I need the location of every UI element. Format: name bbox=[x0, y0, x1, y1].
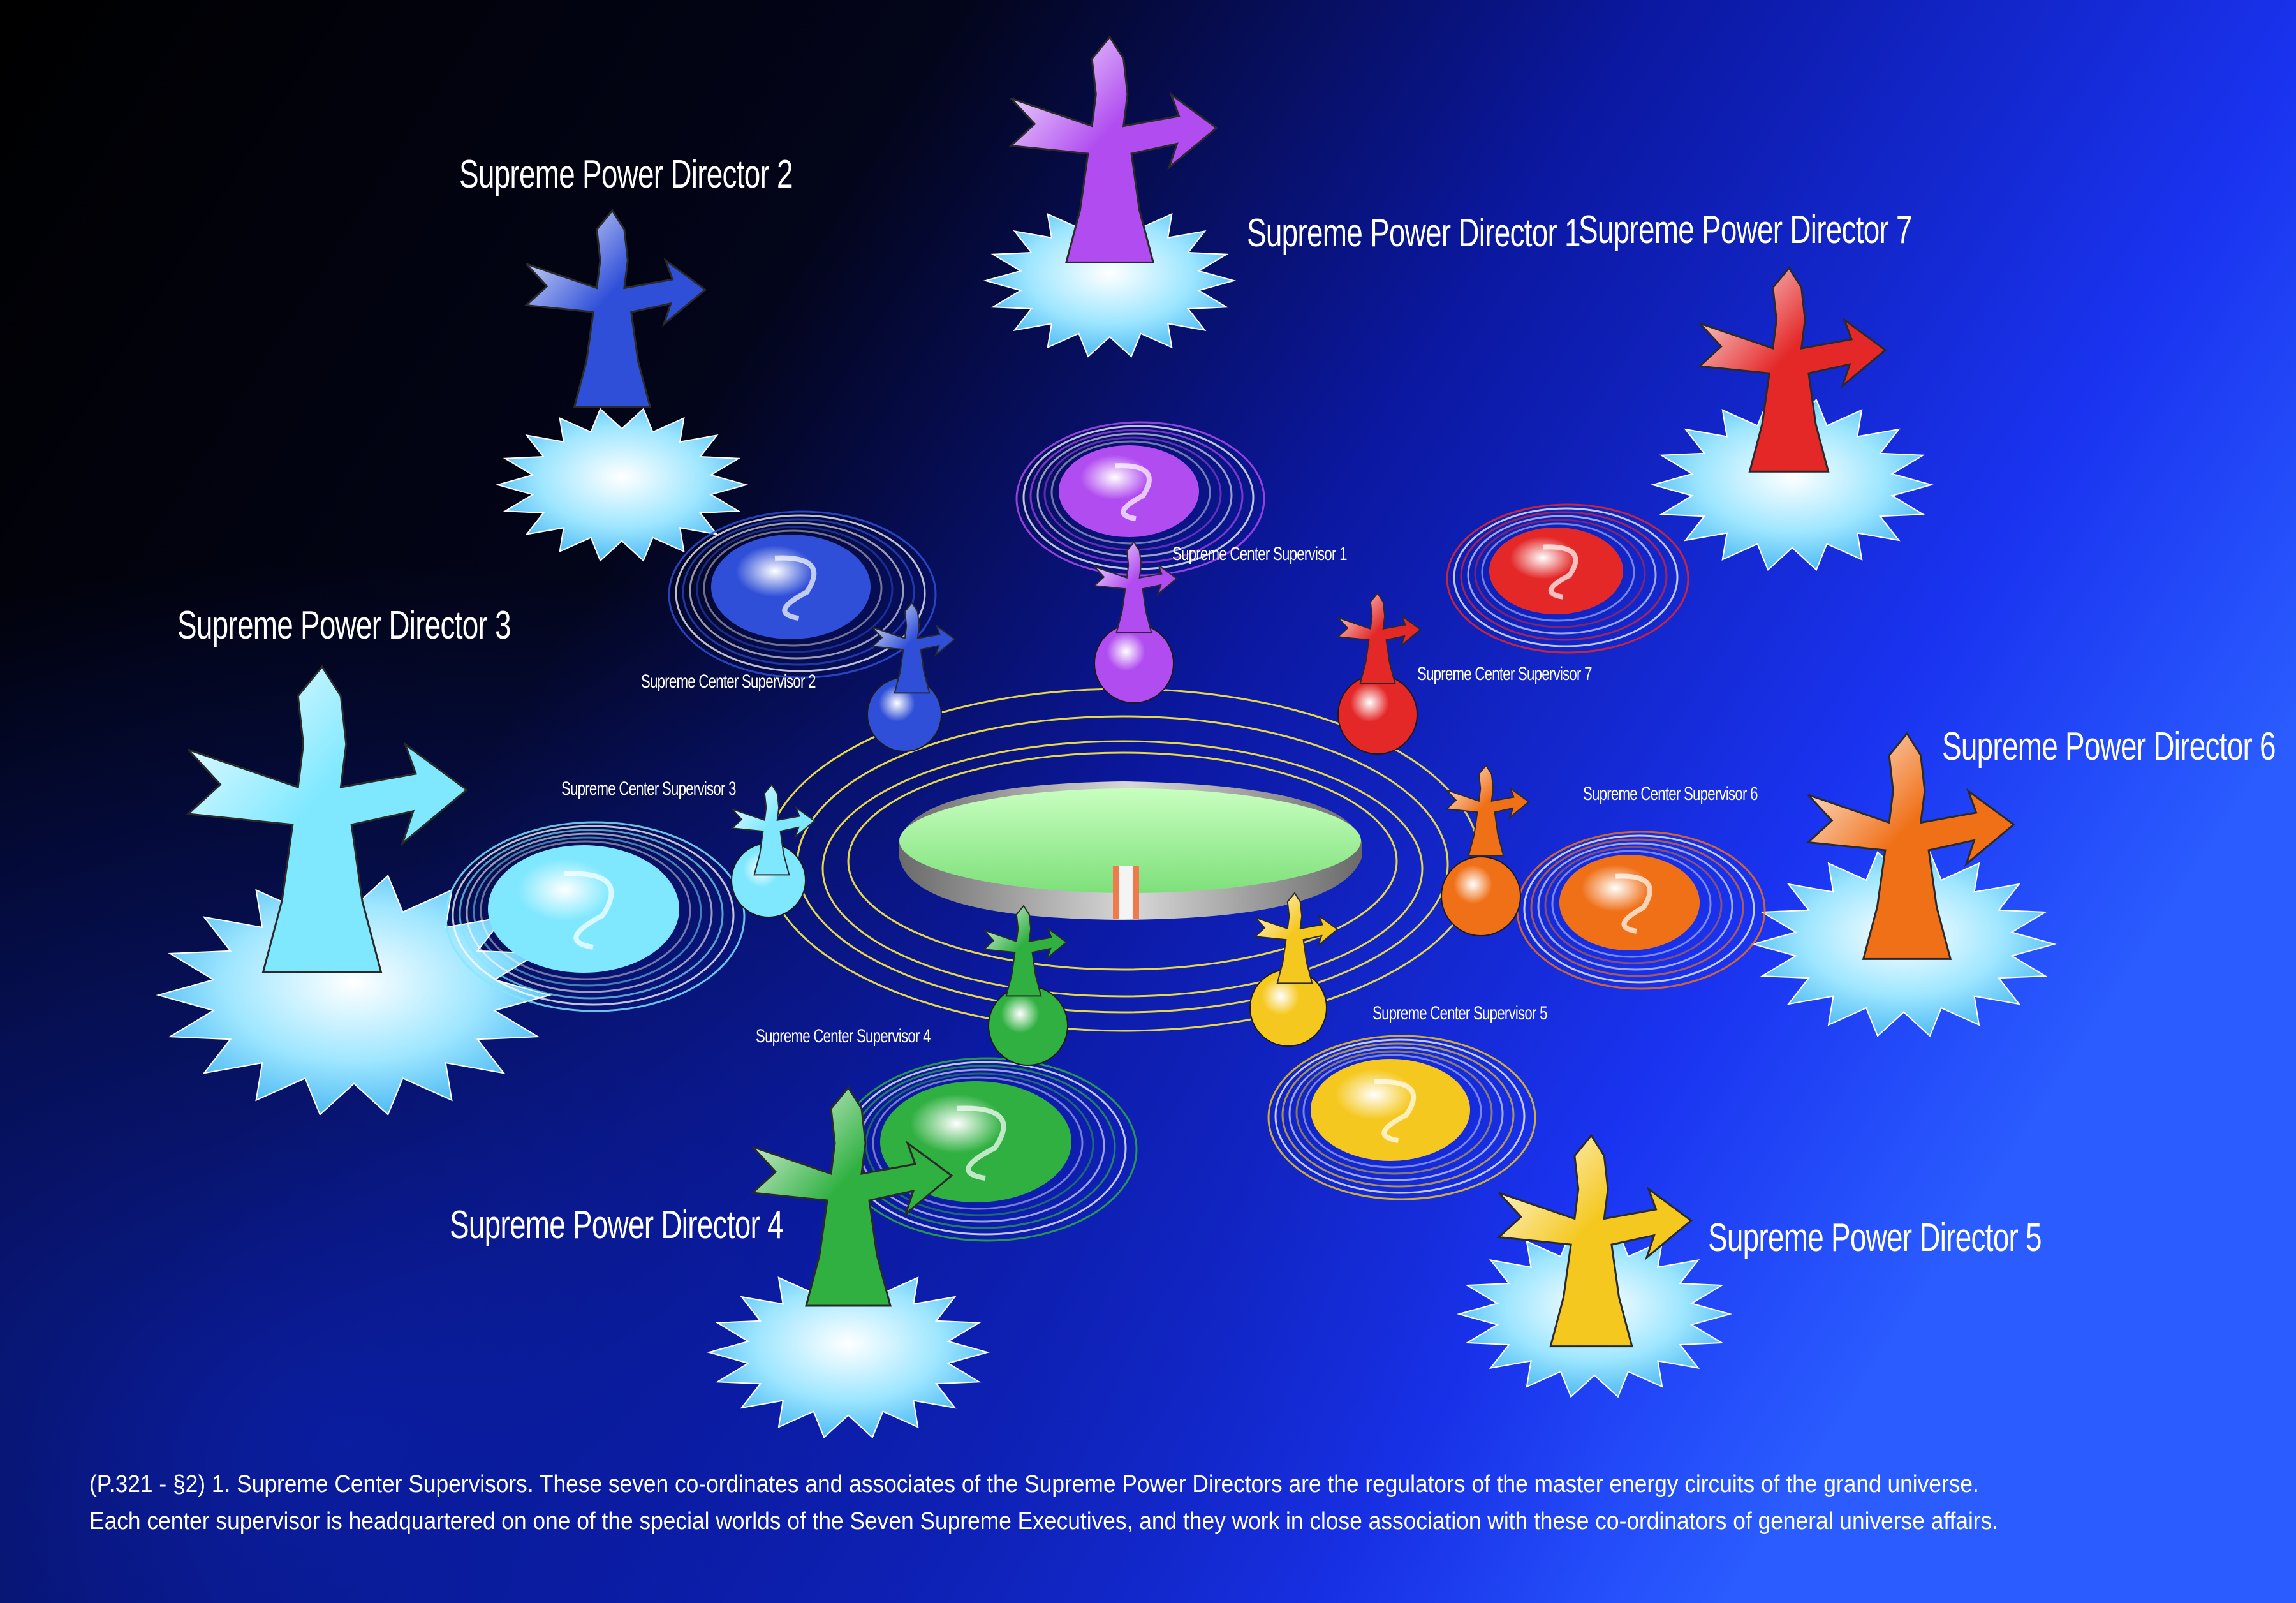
supervisor-figures bbox=[730, 541, 1530, 1066]
spiral-disc-7-icon bbox=[1446, 503, 1689, 654]
supervisor-7-orb-icon bbox=[1337, 674, 1418, 755]
director-6-figure bbox=[1806, 732, 2015, 960]
director-figures bbox=[186, 35, 2015, 1348]
supervisor-7-label: Supreme Center Supervisor 7 bbox=[1417, 663, 1592, 684]
director-6-label: Supreme Power Director 6 bbox=[1942, 725, 2276, 769]
spiral-disc-2-icon bbox=[668, 510, 937, 679]
supervisor-7-figure bbox=[1336, 592, 1422, 684]
director-2-figure bbox=[524, 209, 707, 408]
gear-layer bbox=[156, 203, 2057, 1439]
caption-line-2: Each center supervisor is headquartered … bbox=[89, 1508, 1999, 1535]
director-7-figure bbox=[1697, 266, 1887, 473]
supervisor-3-figure bbox=[730, 783, 816, 876]
director-3-label: Supreme Power Director 3 bbox=[177, 603, 511, 647]
director-4-gear-icon bbox=[706, 1266, 990, 1439]
supervisor-3-label: Supreme Center Supervisor 3 bbox=[561, 778, 736, 799]
director-7-label: Supreme Power Director 7 bbox=[1578, 208, 1913, 252]
director-3-figure bbox=[186, 665, 469, 973]
supervisor-6-orb-icon bbox=[1441, 856, 1521, 936]
supervisor-5-figure bbox=[1253, 892, 1339, 984]
supervisor-5-label: Supreme Center Supervisor 5 bbox=[1372, 1003, 1547, 1024]
director-1-gear-icon bbox=[983, 203, 1237, 358]
spiral-disc-3-icon bbox=[445, 821, 746, 1012]
supervisor-1-figure bbox=[1093, 541, 1178, 633]
central-platform bbox=[899, 781, 1362, 920]
director-1-figure bbox=[1008, 35, 1218, 263]
supervisor-4-label: Supreme Center Supervisor 4 bbox=[756, 1026, 931, 1047]
supervisor-1-orb-icon bbox=[1094, 623, 1174, 704]
spiral-disc-4-icon bbox=[837, 1057, 1138, 1242]
supervisor-1-label: Supreme Center Supervisor 1 bbox=[1172, 543, 1347, 565]
supervisor-4-orb-icon bbox=[988, 986, 1068, 1066]
director-4-label: Supreme Power Director 4 bbox=[450, 1203, 784, 1247]
supervisor-6-label: Supreme Center Supervisor 6 bbox=[1583, 783, 1758, 804]
supervisor-6-figure bbox=[1445, 764, 1530, 857]
director-2-gear-icon bbox=[495, 408, 749, 562]
spiral-disc-5-icon bbox=[1267, 1035, 1536, 1200]
director-5-figure bbox=[1496, 1134, 1693, 1348]
director-4-figure bbox=[750, 1086, 953, 1307]
director-2-label: Supreme Power Director 2 bbox=[459, 152, 793, 196]
director-7-gear-icon bbox=[1650, 398, 1934, 572]
caption-line-1: (P.321 - §2) 1. Supreme Center Superviso… bbox=[89, 1471, 1979, 1498]
supervisor-2-figure bbox=[871, 602, 956, 694]
director-1-label: Supreme Power Director 1 bbox=[1247, 211, 1581, 255]
spiral-disc-6-icon bbox=[1516, 831, 1766, 990]
supervisor-4-figure bbox=[982, 905, 1068, 997]
caption: (P.321 - §2) 1. Supreme Center Superviso… bbox=[89, 1466, 2106, 1540]
supervisor-2-label: Supreme Center Supervisor 2 bbox=[641, 671, 816, 692]
director-5-label: Supreme Power Director 5 bbox=[1708, 1216, 2042, 1260]
